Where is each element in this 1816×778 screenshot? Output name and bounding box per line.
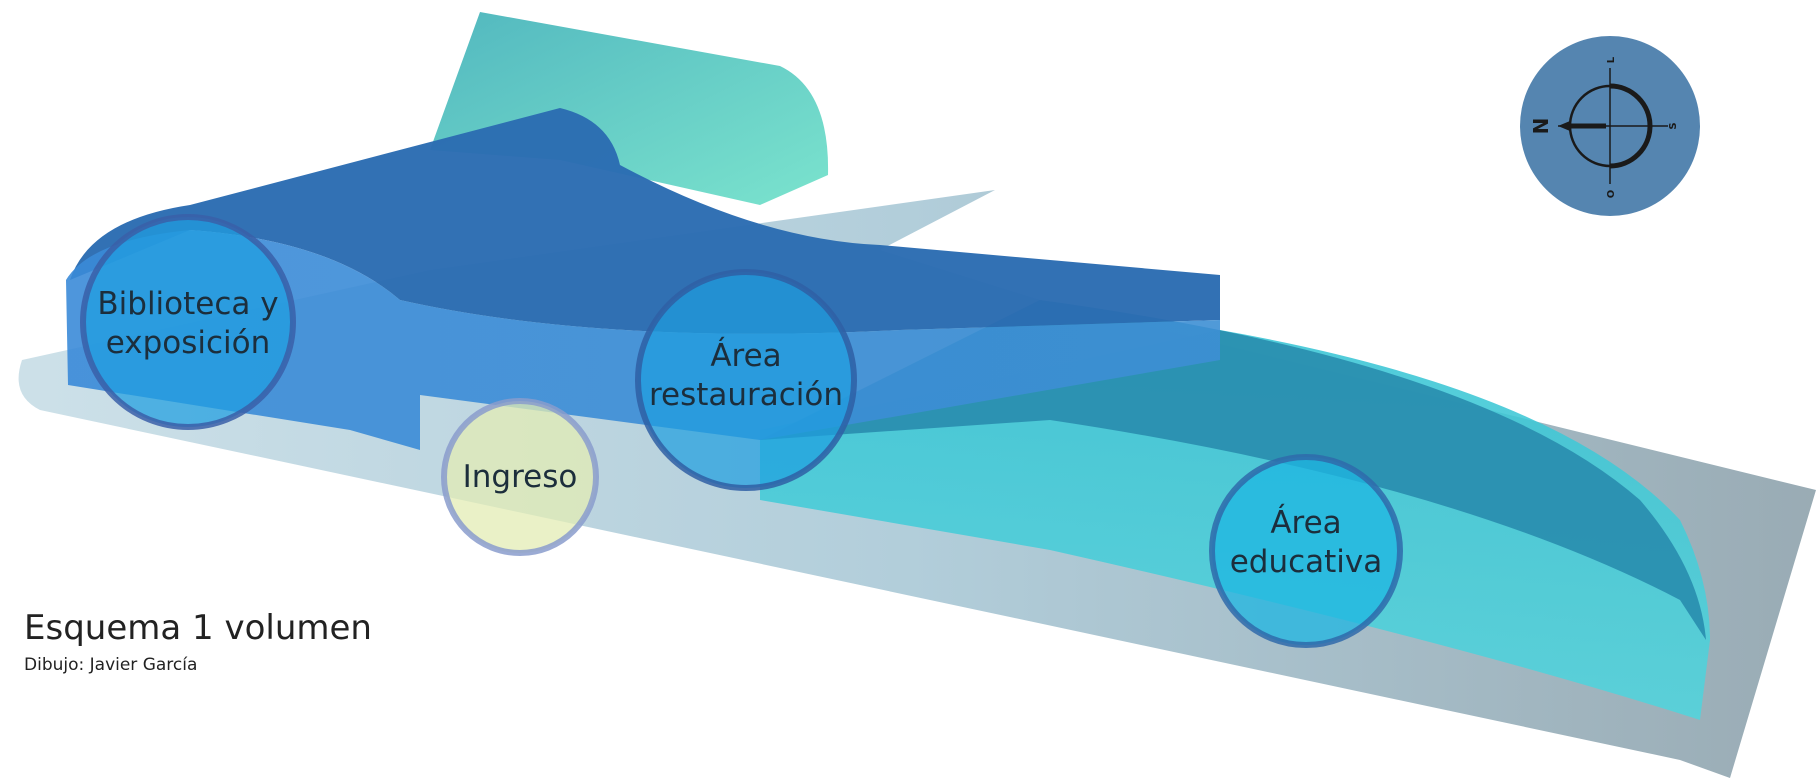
zone-biblioteca-label-1: Biblioteca y	[97, 286, 278, 322]
main-volume-roof	[70, 108, 1220, 334]
zone-restauracion-label-1: Área	[710, 338, 781, 374]
zone-ingreso: Ingreso	[441, 398, 599, 556]
zone-educativa: Área educativa	[1209, 454, 1403, 648]
compass-rose: N L S O	[1520, 36, 1700, 216]
zone-restauracion-label-2: restauración	[649, 377, 843, 413]
zone-biblioteca: Biblioteca y exposición	[80, 214, 296, 430]
zone-biblioteca-label-2: exposición	[106, 325, 271, 361]
caption-author: Dibujo: Javier García	[24, 655, 198, 675]
compass-north-label: N	[1529, 118, 1553, 135]
caption-title: Esquema 1 volumen	[24, 608, 372, 648]
compass-south-label: S	[1668, 122, 1679, 129]
zone-educativa-label-1: Área	[1270, 505, 1341, 541]
zone-restauracion: Área restauración	[635, 269, 857, 491]
compass-east-label: L	[1606, 56, 1617, 63]
zone-educativa-label-2: educativa	[1230, 544, 1383, 580]
zone-ingreso-label: Ingreso	[463, 459, 578, 495]
compass-west-label: O	[1606, 190, 1617, 199]
